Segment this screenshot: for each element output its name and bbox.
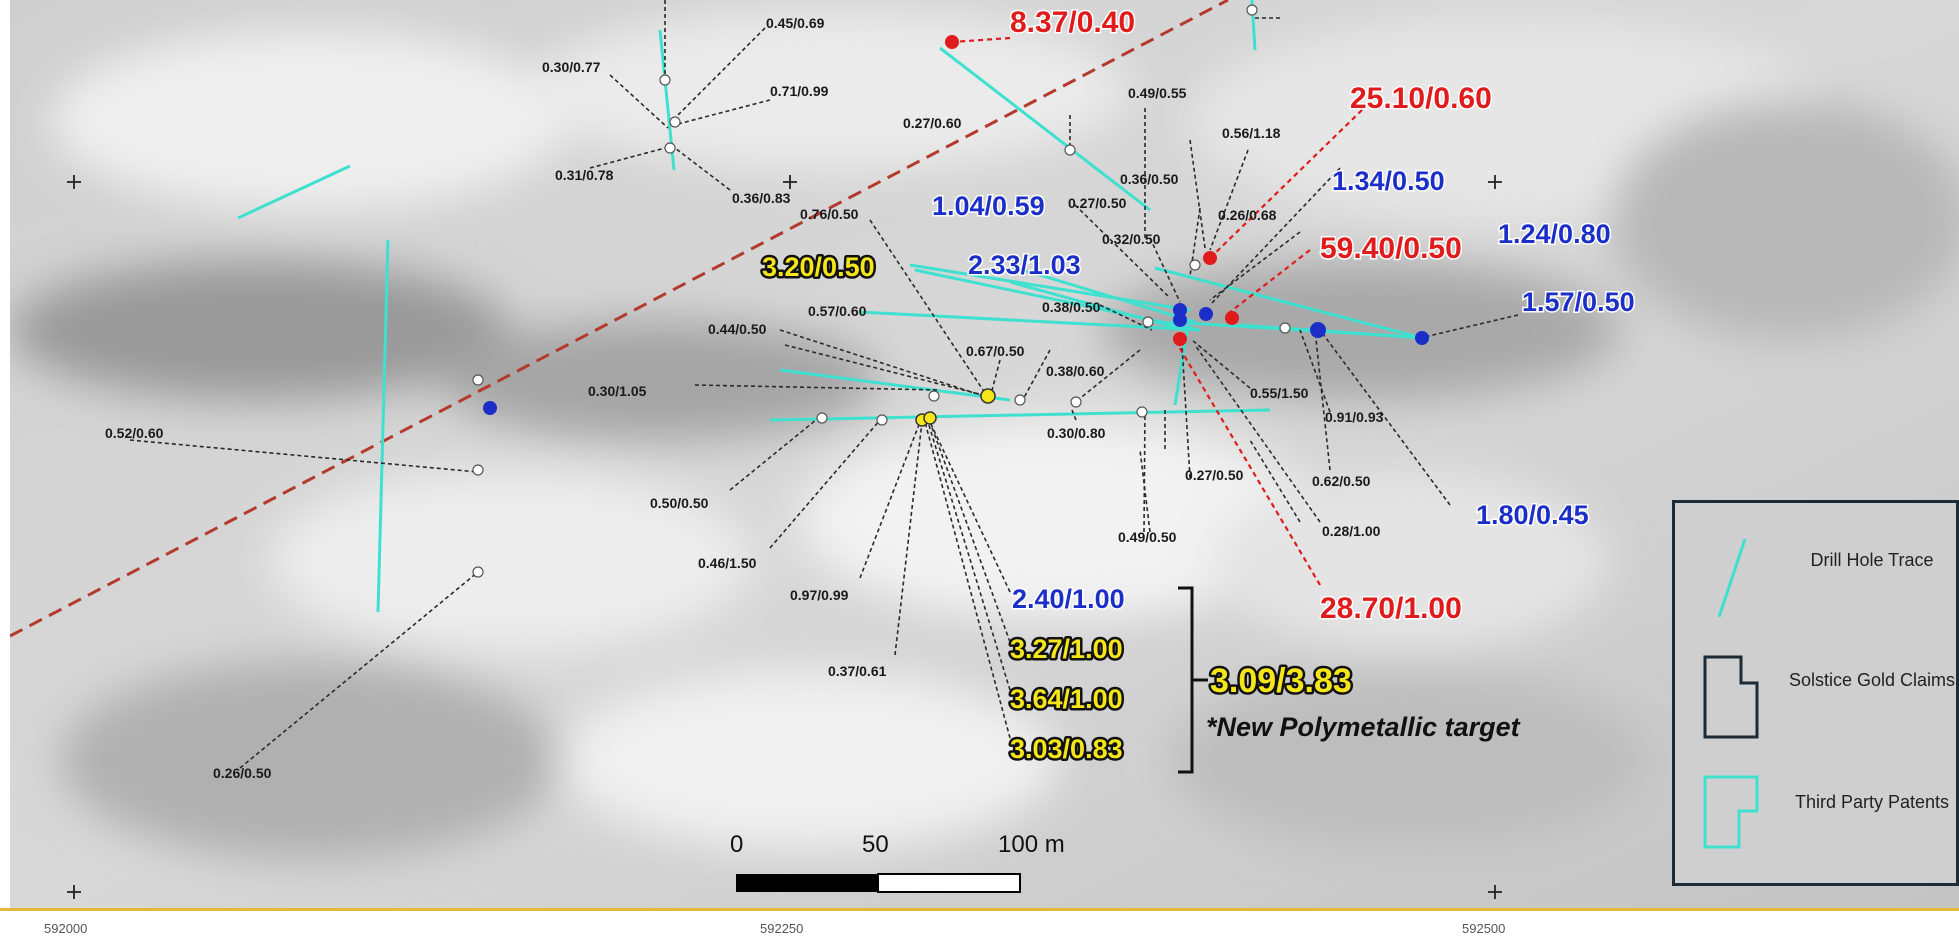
assay-label: 0.38/0.60 [1046,363,1105,379]
map-canvas[interactable]: 0.45/0.69 0.30/0.77 0.71/0.99 0.31/0.78 … [10,0,1959,908]
easting-tick: 592250 [760,921,804,936]
assay-label: 0.27/0.50 [1185,467,1244,483]
assay-label: 0.97/0.99 [790,587,849,603]
assay-label: 0.27/0.60 [903,115,962,131]
assay-label: 0.28/1.00 [1322,523,1381,539]
assay-label: 0.30/0.77 [542,59,601,75]
polymetallic-assay-label: 3.64/1.00 [1010,684,1123,714]
target-note: *New Polymetallic target [1206,712,1521,742]
medium-grade-assay-label: 1.24/0.80 [1498,219,1611,249]
scale-label-0: 0 [730,831,743,858]
assay-label: 0.45/0.69 [766,15,825,31]
assay-label: 0.49/0.55 [1128,85,1187,101]
assay-label: 0.30/0.80 [1047,425,1106,441]
medium-grade-points [483,303,1429,415]
assay-label: 0.38/0.50 [1042,299,1101,315]
drill-trace-swatch [1717,538,1747,618]
legend-item-drill-trace: Drill Hole Trace [1675,521,1956,631]
high-grade-assay-label: 59.40/0.50 [1320,232,1462,265]
scale-bar: 0 50 100 m [730,831,1065,893]
patents-swatch [1703,775,1759,849]
leader-lines [129,0,1519,769]
map-legend: Drill Hole Trace Solstice Gold Claims Th… [1672,500,1959,886]
assay-label: 0.36/0.50 [1120,171,1179,187]
assay-label: 0.91/0.93 [1325,409,1384,425]
assay-label: 0.31/0.78 [555,167,614,183]
polymetallic-assay-label: 3.27/1.00 [1010,634,1123,664]
legend-item-solstice-claims: Solstice Gold Claims [1675,641,1956,751]
scale-label-100: 100 m [998,831,1065,858]
assay-label: 0.76/0.50 [800,206,859,222]
high-grade-assay-label: 8.37/0.40 [1010,6,1135,39]
medium-grade-assay-label: 2.40/1.00 [1012,584,1125,614]
claims-swatch [1703,655,1759,739]
polymetallic-assay-label: 3.03/0.83 [1010,734,1123,764]
medium-grade-assay-label: 1.57/0.50 [1522,287,1635,317]
medium-grade-assay-label: 1.04/0.59 [932,191,1045,221]
assay-label: 0.32/0.50 [1102,231,1161,247]
polymetallic-composite-label: 3.09/3.83 [1210,662,1352,700]
assay-label: 0.36/0.83 [732,190,791,206]
polymetallic-bracket [1178,586,1208,774]
assay-label: 0.37/0.61 [828,663,887,679]
high-grade-points [945,35,1239,346]
scale-label-50: 50 [862,831,889,858]
legend-label-drill-trace: Drill Hole Trace [1810,550,1934,570]
assay-label: 0.49/0.50 [1118,529,1177,545]
assay-label: 0.71/0.99 [770,83,829,99]
sample-points [472,4,1291,578]
medium-grade-assay-label: 1.80/0.45 [1476,500,1589,530]
assay-label: 0.67/0.50 [966,343,1025,359]
easting-tick: 592500 [1462,921,1506,936]
legend-label-third-party: Third Party Patents [1794,792,1950,812]
polymetallic-assay-label: 3.20/0.50 [762,252,875,282]
assay-label: 0.44/0.50 [708,321,767,337]
assay-label: 0.46/1.50 [698,555,757,571]
red-leader-lines [951,36,1363,586]
easting-tick: 592000 [44,921,88,936]
assay-label: 0.52/0.60 [105,425,164,441]
legend-label-solstice-claims: Solstice Gold Claims [1788,670,1956,690]
polymetallic-points [915,388,996,427]
assay-label: 0.62/0.50 [1312,473,1371,489]
high-grade-assay-label: 28.70/1.00 [1320,592,1462,625]
easting-axis: 592000 592250 592500 [0,908,1959,946]
assay-label: 0.27/0.50 [1068,195,1127,211]
assay-label: 0.56/1.18 [1222,125,1281,141]
assay-label: 0.26/0.50 [213,765,272,781]
assay-label: 0.55/1.50 [1250,385,1309,401]
legend-item-third-party: Third Party Patents [1675,763,1956,873]
assay-label: 0.57/0.60 [808,303,867,319]
assay-label: 0.30/1.05 [588,383,647,399]
claim-boundary-line [10,0,1229,638]
grid-crosses [67,175,1502,899]
assay-label: 0.50/0.50 [650,495,709,511]
medium-grade-assay-label: 2.33/1.03 [968,250,1081,280]
map-view[interactable]: 0.45/0.69 0.30/0.77 0.71/0.99 0.31/0.78 … [10,0,1959,908]
medium-grade-assay-label: 1.34/0.50 [1332,166,1445,196]
assay-label: 0.26/0.68 [1218,207,1277,223]
high-grade-assay-label: 25.10/0.60 [1350,82,1492,115]
